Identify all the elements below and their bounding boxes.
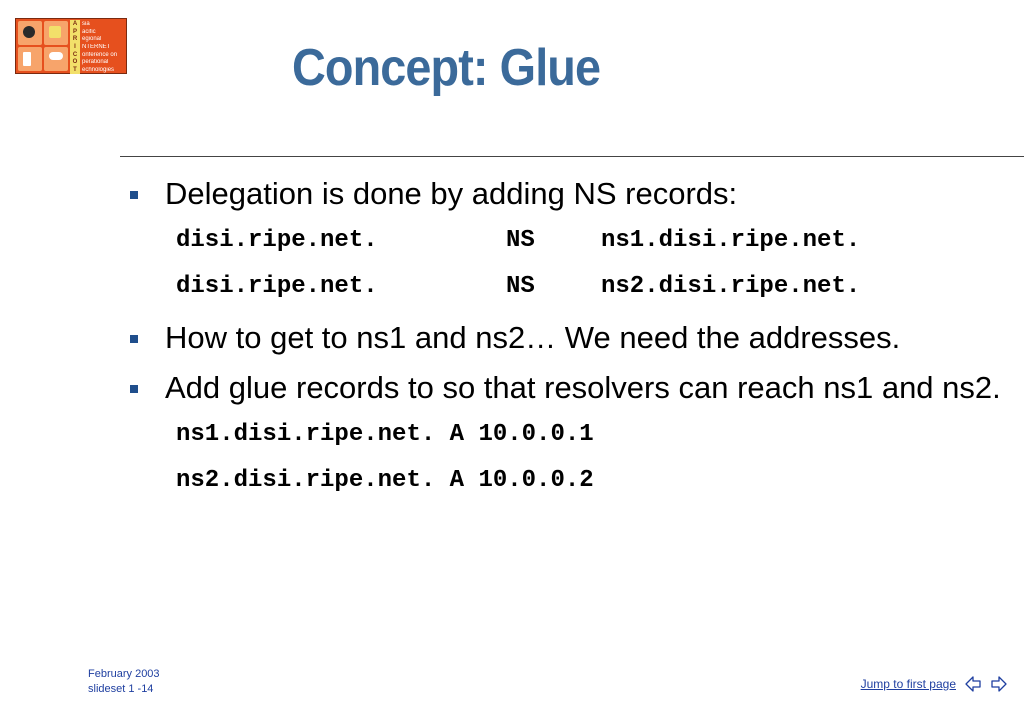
cloud-icon — [44, 47, 68, 71]
title-divider — [120, 156, 1024, 157]
bullet-item: How to get to ns1 and ns2… We need the a… — [130, 316, 1010, 360]
bullet-item: Delegation is done by adding NS records: — [130, 172, 1010, 216]
ns-record-line: disi.ripe.net. NS ns1.disi.ripe.net. — [130, 218, 1010, 264]
logo-words: sia acific egional NTERNET onference on … — [82, 20, 125, 74]
bullet-item: Add glue records to so that resolvers ca… — [130, 366, 1010, 410]
record-type: NS — [506, 273, 535, 300]
logo-word: perational — [82, 59, 109, 66]
bullet-square-icon — [130, 191, 138, 199]
record-value: ns2.disi.ripe.net. — [601, 273, 861, 300]
right-arrow-icon[interactable] — [990, 675, 1008, 693]
left-arrow-icon[interactable] — [964, 675, 982, 693]
jump-to-first-page-link[interactable]: Jump to first page — [860, 677, 956, 691]
logo-word: acific — [82, 28, 96, 35]
bullet-text: How to get to ns1 and ns2… We need the a… — [165, 320, 901, 355]
bullet-square-icon — [130, 385, 138, 393]
logo-letter: T — [73, 67, 77, 74]
logo-letter: O — [72, 59, 78, 66]
document-icon — [18, 47, 42, 71]
logo-acronym: A P R I C O T — [70, 20, 80, 74]
logo-word: onference on — [82, 51, 118, 58]
record-name: disi.ripe.net. — [176, 273, 378, 300]
logo-letter: A — [72, 20, 78, 27]
bullet-text: Add glue records to so that resolvers ca… — [165, 370, 1001, 405]
glue-record-line: ns1.disi.ripe.net. A 10.0.0.1 — [176, 421, 594, 448]
ns-record-line: disi.ripe.net. NS ns2.disi.ripe.net. — [130, 264, 1010, 310]
logo-word: egional — [82, 36, 102, 43]
bullet-square-icon — [130, 335, 138, 343]
logo-letter: R — [72, 36, 78, 43]
logo-word: echnologies — [82, 67, 115, 74]
logo-letter: I — [74, 43, 76, 50]
record-value: ns1.disi.ripe.net. — [601, 227, 861, 254]
record-name: disi.ripe.net. — [176, 227, 378, 254]
glue-record-line: ns2.disi.ripe.net. A 10.0.0.2 — [176, 467, 594, 494]
logo-word: NTERNET — [82, 43, 111, 50]
slide-navigation: Jump to first page — [861, 675, 1008, 693]
slide-footer-info: February 2003 slideset 1 -14 — [88, 667, 160, 697]
logo-icon-grid — [18, 21, 68, 71]
apricot-logo: A P R I C O T sia acific egional NTERNET… — [15, 18, 127, 74]
globe-icon — [18, 21, 42, 45]
logo-letter: P — [72, 28, 77, 35]
bullet-text: Delegation is done by adding NS records: — [165, 176, 738, 211]
logo-word: sia — [82, 20, 90, 27]
logo-letter: C — [72, 51, 78, 58]
slide-title: Concept: Glue — [292, 39, 601, 97]
record-type: NS — [506, 227, 535, 254]
computer-icon — [44, 21, 68, 45]
footer-date: February 2003 — [88, 668, 160, 680]
slide-content: Delegation is done by adding NS records:… — [130, 172, 1010, 504]
footer-slideset: slideset 1 -14 — [88, 683, 154, 695]
